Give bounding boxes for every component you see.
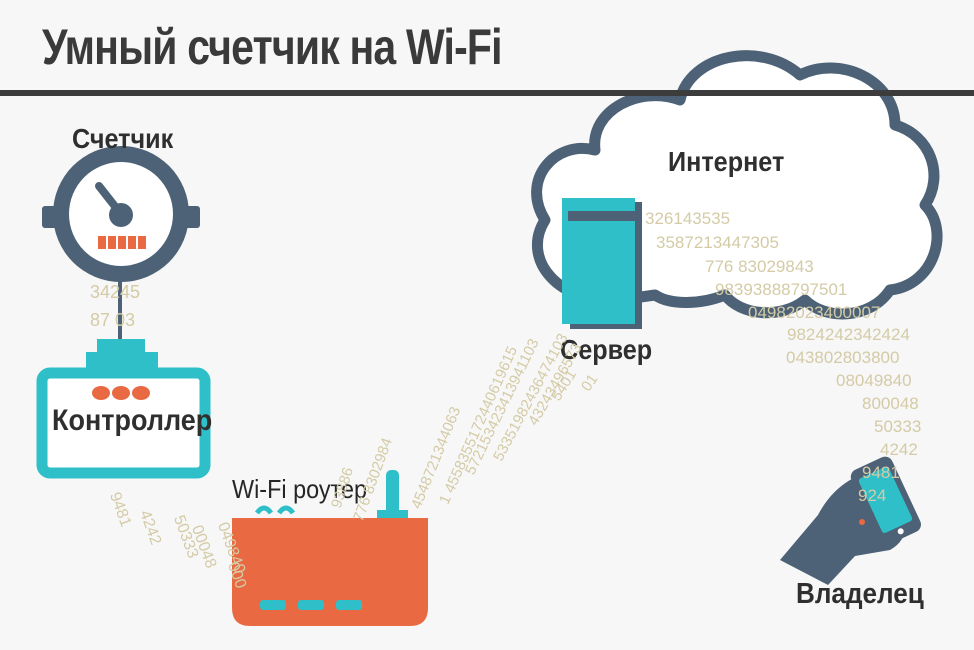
data-digits: 9824242342424 — [787, 325, 910, 344]
data-digits: 08049840 — [836, 371, 912, 390]
data-digits: 4242 — [880, 440, 918, 459]
server-icon — [562, 198, 642, 329]
data-digits: 776 83029843 — [705, 257, 814, 276]
data-digits: 326143535 — [645, 209, 731, 228]
hand-phone-icon — [780, 456, 921, 585]
data-digits: 04982023400007 — [748, 303, 881, 322]
router-icon — [232, 470, 428, 626]
data-digits: 34245 — [90, 282, 141, 302]
meter-label: Счетчик — [72, 123, 174, 154]
server-label: Сервер — [560, 334, 653, 365]
owner-label: Владелец — [796, 578, 924, 610]
page-title: Умный счетчик на Wi-Fi — [42, 19, 503, 75]
data-digits: 9481 — [862, 463, 900, 482]
controller-icon — [36, 339, 211, 479]
data-digits: 3587213447305 — [656, 233, 779, 252]
controller-label: Контроллер — [52, 404, 213, 437]
data-digits: 87 03 — [90, 310, 136, 330]
data-digits: 924 — [858, 486, 887, 505]
router-label: Wi-Fi роутер — [232, 474, 368, 504]
gauge-icon — [42, 146, 200, 345]
data-digits: 800048 — [862, 394, 919, 413]
data-digits: 50333 — [874, 417, 922, 436]
title-divider — [0, 90, 974, 96]
data-digits: 043802803800 — [786, 348, 900, 367]
internet-label: Интернет — [668, 146, 785, 177]
data-digits: 98393888797501 — [715, 280, 848, 299]
